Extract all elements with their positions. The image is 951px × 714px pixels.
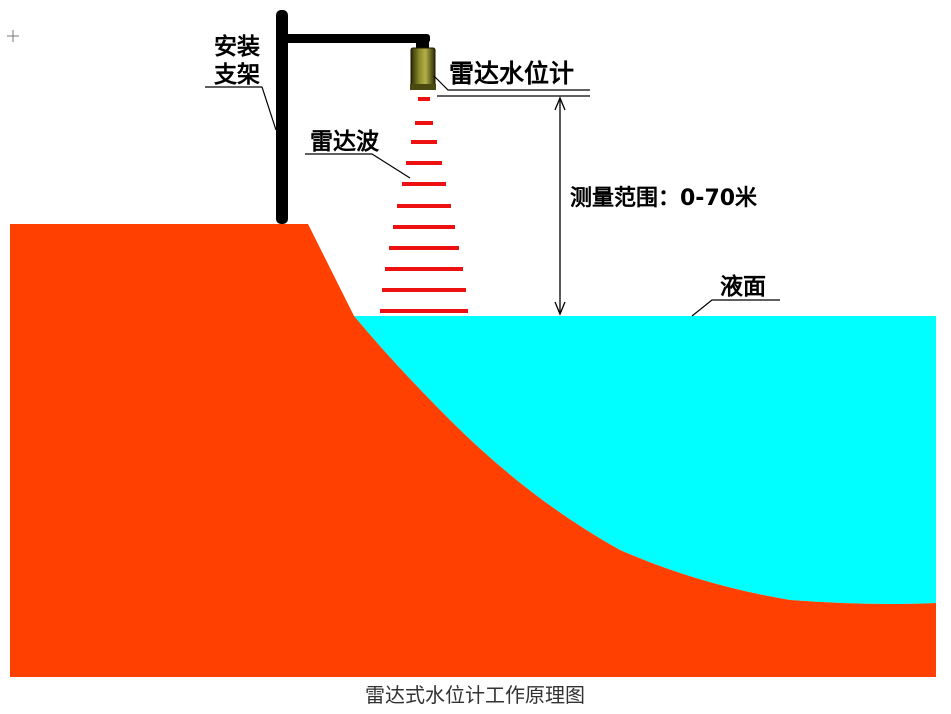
radar-wave-bars xyxy=(380,97,468,313)
surface-leader-line xyxy=(691,299,780,317)
water-body xyxy=(354,316,936,604)
wave-label: 雷达波 xyxy=(310,129,380,155)
wave-leader-line xyxy=(305,153,411,179)
surface-label: 液面 xyxy=(720,273,766,300)
meter-leader-line xyxy=(433,75,590,91)
meter-label: 雷达水位计 xyxy=(449,59,574,88)
range-dimension-line xyxy=(437,95,590,316)
range-label: 测量范围：0-70米 xyxy=(570,186,758,211)
ground-bank xyxy=(10,224,936,677)
bracket-label-line-2: 支架 xyxy=(213,62,260,88)
mounting-bracket xyxy=(276,10,430,224)
diagram-caption: 雷达式水位计工作原理图 xyxy=(365,683,585,707)
crosshair-cursor-icon xyxy=(7,30,19,42)
bracket-label-line-1: 安装 xyxy=(214,33,260,60)
bracket-leader-line xyxy=(205,86,277,131)
radar-meter-icon xyxy=(410,36,436,90)
